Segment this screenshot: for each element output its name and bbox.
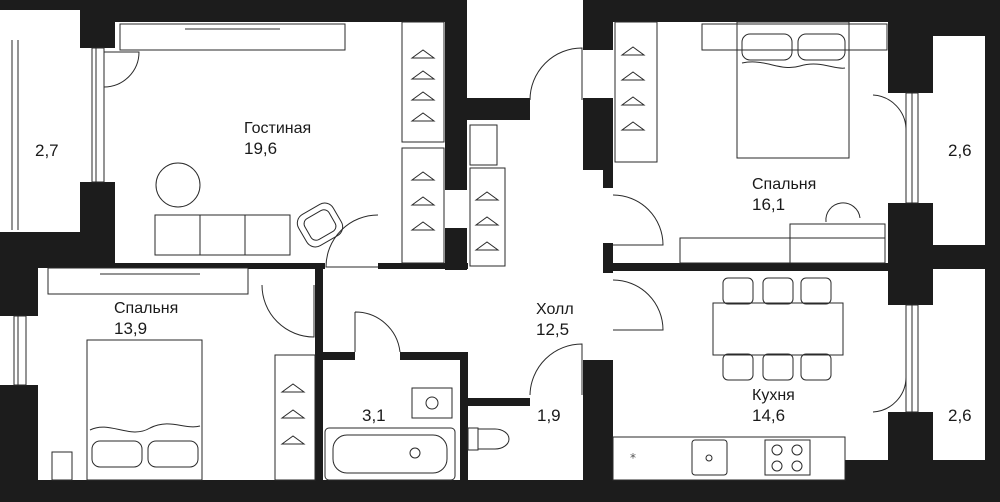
doors <box>103 47 907 413</box>
room-name: Спальня <box>114 300 179 317</box>
room-area: 13,9 <box>114 319 148 338</box>
room-label-bedroom-right: Спальня 16,1 <box>752 175 816 215</box>
room-name: Кухня <box>752 387 795 404</box>
room-area: 19,6 <box>244 139 278 158</box>
room-label-living: Гостиная 19,6 <box>244 119 311 159</box>
room-name: Холл <box>536 301 574 318</box>
balcony-area-right-top: 2,6 <box>948 141 972 160</box>
windows <box>11 23 919 413</box>
room-area: 16,1 <box>752 195 786 214</box>
room-label-kitchen: Кухня 14,6 <box>752 386 795 426</box>
balcony-area-right-bottom: 2,6 <box>948 406 972 425</box>
room-name: Спальня <box>752 176 817 193</box>
room-label-bedroom-left: Спальня 13,9 <box>114 299 178 339</box>
room-name: Гостиная <box>244 120 312 137</box>
room-label-hall: Холл 12,5 <box>536 300 574 340</box>
room-area: 12,5 <box>536 320 570 339</box>
room-area: 14,6 <box>752 406 786 425</box>
svg-text:*: * <box>630 451 636 465</box>
room-area-bathroom: 3,1 <box>362 406 386 425</box>
room-area-toilet: 1,9 <box>537 406 561 425</box>
balcony-area-left: 2,7 <box>35 141 59 160</box>
furniture: * <box>51 21 886 481</box>
